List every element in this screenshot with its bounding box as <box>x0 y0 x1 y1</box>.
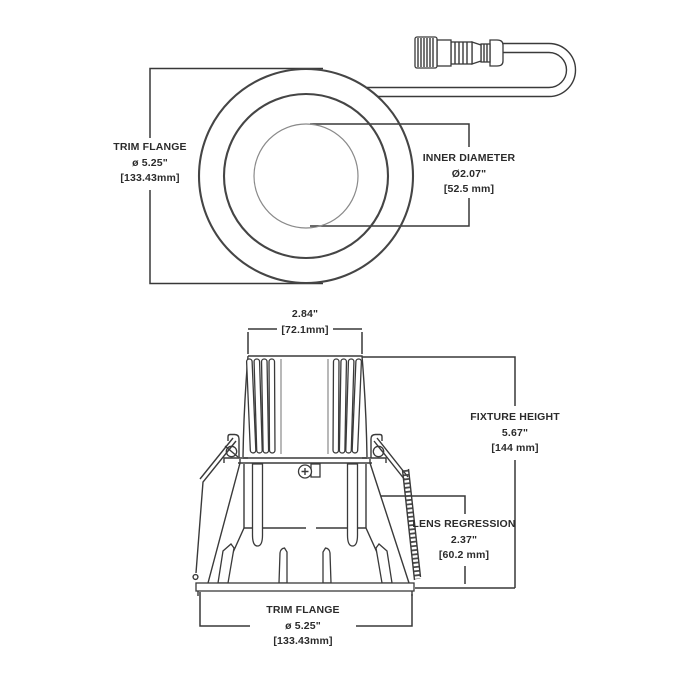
bottom-trim-flange-label: TRIM FLANGE ø 5.25" [133.43mm] <box>266 603 339 650</box>
top-trim-flange-metric: [133.43mm] <box>120 172 180 184</box>
bottom-trim-flange-dimension-lines <box>199 592 413 627</box>
fin-width-metric: [72.1mm] <box>281 323 329 336</box>
lead-cable <box>367 42 577 98</box>
retention-clips <box>217 543 393 584</box>
fixture-body <box>207 459 410 584</box>
bottom-trim-flange-imperial: ø 5.25" <box>285 619 321 632</box>
top-view-drawing <box>149 36 577 285</box>
heat-sink-fins <box>245 358 363 454</box>
bottom-trim-flange-title: TRIM FLANGE <box>266 604 340 616</box>
heat-sink <box>242 355 368 459</box>
trim-flange-dimension-lines <box>149 67 323 285</box>
lens-regression-label: LENS REGRESSION 2.37" [60.2 mm] <box>412 517 515 564</box>
screw-icon <box>297 463 321 479</box>
top-trim-flange-label: TRIM FLANGE ø 5.25" [133.43mm] <box>113 140 186 187</box>
fin-width-imperial: 2.84" <box>291 308 319 320</box>
bottom-trim-flange-metric: [133.43mm] <box>273 635 333 647</box>
fixture-height-metric: [144 mm] <box>491 442 539 454</box>
torsion-spring-left <box>192 437 239 581</box>
fixture-height-label: FIXTURE HEIGHT 5.67" [144 mm] <box>470 410 560 457</box>
top-trim-flange-imperial: ø 5.25" <box>132 156 168 169</box>
fixture-height-dimension-lines <box>362 356 516 589</box>
width-dimension-lines <box>247 328 363 354</box>
inner-diameter-title: INNER DIAMETER <box>422 152 516 164</box>
inner-diameter-label: INNER DIAMETER Ø2.07" [52.5 mm] <box>423 151 516 198</box>
side-view-drawing <box>192 328 516 627</box>
lens-regression-title: LENS REGRESSION <box>412 518 516 530</box>
lens-regression-metric: [60.2 mm] <box>438 549 490 561</box>
fixture-height-title: FIXTURE HEIGHT <box>470 411 560 423</box>
mounting-ear-right <box>362 433 387 463</box>
fin-width-label: 2.84" [72.1mm] <box>281 307 328 338</box>
inner-diameter-imperial: Ø2.07" <box>451 167 487 180</box>
inner-diameter-dimension-lines <box>310 123 470 227</box>
torsion-spring-right <box>373 437 422 581</box>
downlight-face-circles <box>197 67 415 285</box>
fixture-height-imperial: 5.67" <box>501 426 529 439</box>
top-trim-flange-title: TRIM FLANGE <box>113 141 187 153</box>
trim-flange-bar <box>195 582 415 596</box>
inner-diameter-metric: [52.5 mm] <box>443 183 495 195</box>
quick-connector-icon <box>414 36 504 69</box>
lens-regression-imperial: 2.37" <box>450 533 478 546</box>
